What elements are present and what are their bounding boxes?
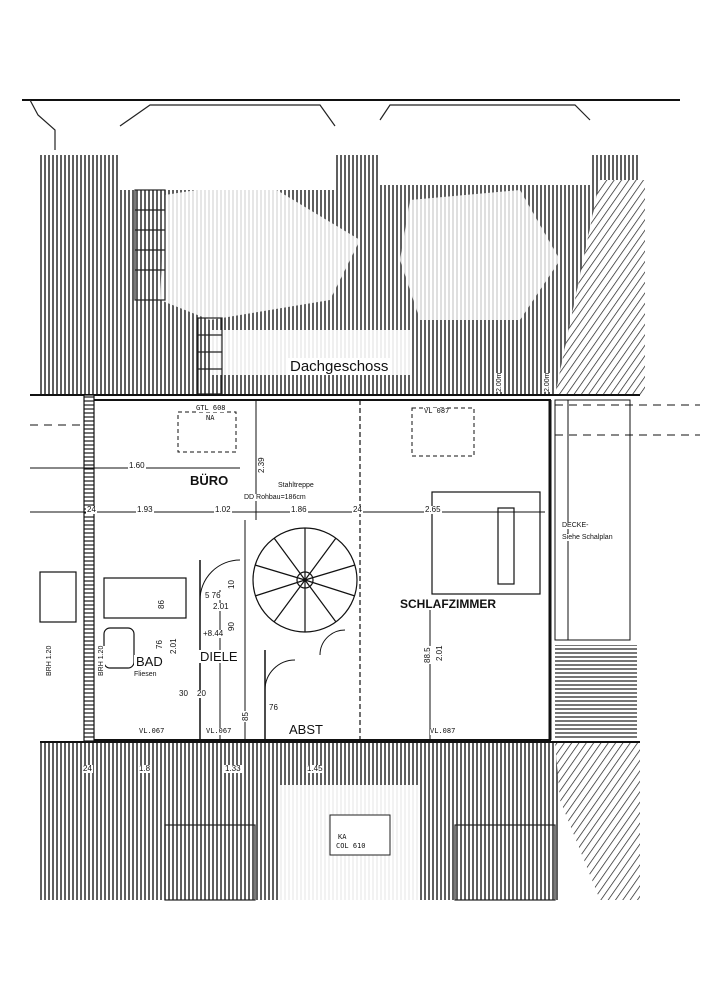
- dim-label: 76: [268, 703, 279, 712]
- note-siehe-schalplan: Siehe Schalplan: [562, 534, 613, 541]
- note-ceiling-a: 2.00m: [496, 372, 503, 392]
- dim-label: 86: [157, 599, 166, 610]
- dim-label: 30: [178, 689, 189, 698]
- dim-label: 1.33: [224, 764, 242, 773]
- note-vl-067b: VL.067: [206, 727, 232, 735]
- roof-lower: [40, 645, 640, 901]
- dim-label: 2.65: [424, 505, 442, 514]
- note-vl-087-bottom: VL.087: [430, 727, 456, 735]
- dim-label: 24: [86, 505, 97, 514]
- note-stahltreppe: Stahltreppe: [278, 482, 314, 489]
- dim-label: 5 76: [204, 591, 222, 600]
- floor-label: Dachgeschoss: [286, 358, 393, 375]
- note-fliesen: Fliesen: [134, 671, 157, 678]
- note-vl-067: VL.067: [139, 727, 165, 735]
- room-label-diele: DIELE: [198, 649, 240, 664]
- note-decke: DECKE-: [562, 522, 589, 529]
- dim-label: 1.93: [136, 505, 154, 514]
- room-label-buero: BÜRO: [188, 473, 231, 488]
- note-vl-087-top: VL 087: [424, 407, 450, 415]
- dim-label: 10: [227, 579, 236, 590]
- dim-label: 20: [196, 689, 207, 698]
- note-level: +8.44: [202, 629, 225, 638]
- note-ka: KA: [338, 833, 347, 841]
- spiral-stair: [252, 527, 358, 633]
- note-dd-rohbau: DD Rohbau=186cm: [244, 494, 306, 501]
- roof-upper: [29, 99, 645, 396]
- note-na-top: NA: [206, 414, 215, 422]
- room-label-bad: BAD: [134, 654, 165, 669]
- room-label-abst: ABST: [287, 722, 325, 737]
- dim-label: 1.8: [138, 764, 152, 773]
- dim-label: 2.01: [169, 637, 178, 655]
- note-gtl: GTL 608: [196, 404, 226, 412]
- dim-label: 24: [352, 505, 363, 514]
- dim-label: 2.39: [257, 456, 266, 474]
- dim-label: 1.86: [290, 505, 308, 514]
- dim-label: 2.01: [212, 602, 230, 611]
- note-brh-right: BRH 1.20: [98, 645, 105, 676]
- note-brh-left: BRH 1.20: [46, 645, 53, 676]
- dim-label: 1.45: [306, 764, 324, 773]
- dim-label: 1.60: [128, 461, 146, 470]
- dim-label: 2.01: [435, 644, 444, 662]
- dim-label: 76: [155, 639, 164, 650]
- note-ceiling-b: 2.00m: [544, 372, 551, 392]
- dim-label: 85: [241, 711, 250, 722]
- note-col: COL 610: [336, 842, 366, 850]
- dim-label: 1.02: [214, 505, 232, 514]
- dim-label: 88.5: [423, 646, 432, 664]
- room-label-schlafzimmer: SCHLAFZIMMER: [398, 597, 498, 611]
- dim-label: 90: [227, 621, 236, 632]
- dim-label: 24: [82, 764, 93, 773]
